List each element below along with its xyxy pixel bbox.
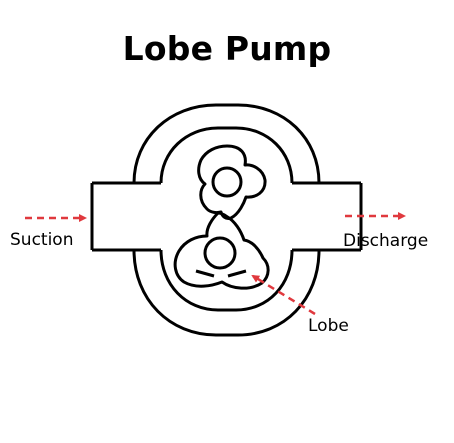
diagram-title: Lobe Pump — [122, 29, 332, 68]
lobe-pointer-arrow — [251, 274, 316, 316]
lobe-label: Lobe — [308, 316, 349, 336]
upper-rotor — [197, 144, 267, 220]
suction-label: Suction — [10, 230, 74, 250]
pump-casing — [90, 103, 363, 337]
discharge-label: Discharge — [343, 231, 429, 251]
lower-rotor — [173, 211, 270, 290]
